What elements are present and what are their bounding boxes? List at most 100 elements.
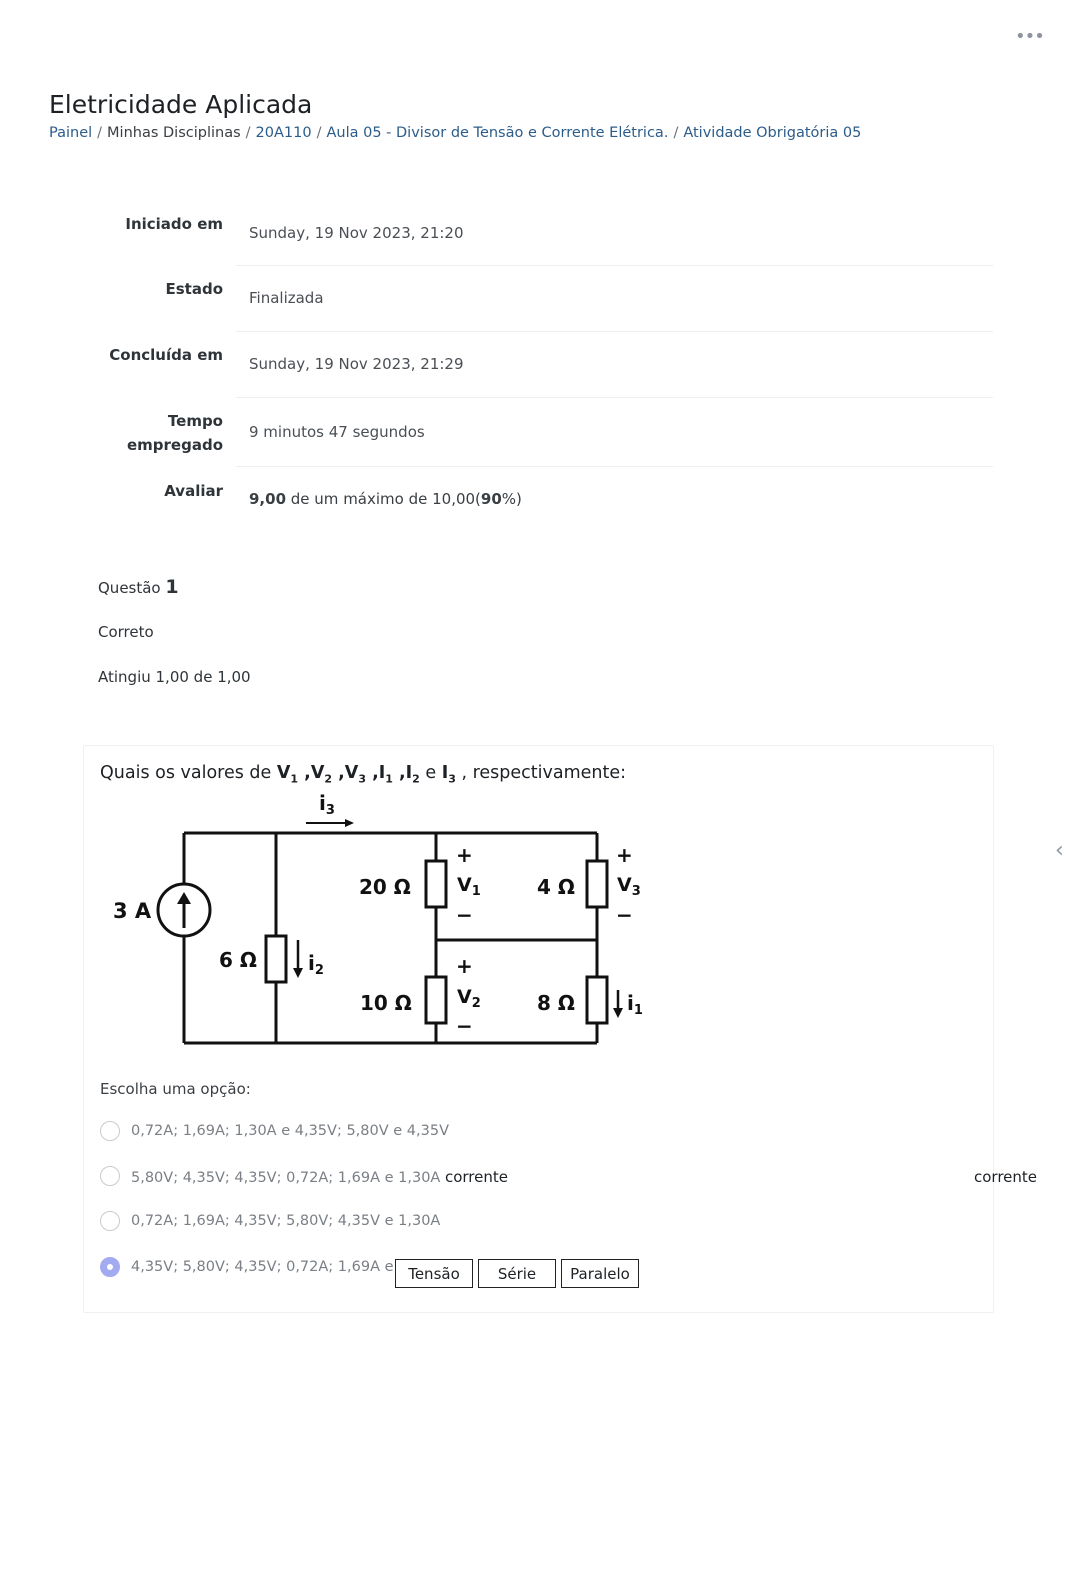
arrow-head [177, 892, 191, 904]
arrow-head [613, 1008, 623, 1018]
question-var-sep: , [298, 763, 311, 783]
circuit-diagram: 3 A 6 Ω 20 Ω 10 Ω 4 Ω 8 Ω + V1 − + V2 − … [113, 791, 643, 1045]
question-var-sep: e [419, 763, 442, 783]
page-title: Eletricidade Aplicada [49, 90, 313, 119]
arrow-head [345, 819, 354, 827]
option-radio[interactable] [100, 1121, 120, 1141]
question-label: Questão [98, 579, 161, 597]
option-radio-selected[interactable] [100, 1257, 120, 1277]
summary-value: Finalizada [249, 289, 324, 307]
summary-label-line: Tempo [167, 412, 223, 430]
resistor-8-label: 8 Ω [537, 991, 575, 1015]
resistor-8 [585, 975, 609, 1025]
v2-label: V2 [457, 986, 481, 1011]
resistor-10-label: 10 Ω [360, 991, 412, 1015]
summary-value: Sunday, 19 Nov 2023, 21:29 [249, 355, 464, 373]
minus-sign: − [616, 903, 633, 927]
minus-sign: − [456, 1014, 473, 1038]
question-var-sub: 1 [385, 772, 393, 786]
v3-label: V3 [617, 874, 641, 899]
question-text: Quais os valores de V1 ,V2 ,V3 ,I1 ,I2 e… [100, 763, 626, 786]
question-var-sub: 2 [324, 772, 333, 786]
question-status: Correto [98, 623, 154, 641]
breadcrumb-item-painel[interactable]: Painel [49, 125, 93, 141]
minus-sign: − [456, 903, 473, 927]
breadcrumb-separator: / [316, 125, 322, 141]
summary-value: Sunday, 19 Nov 2023, 21:20 [249, 224, 464, 242]
divider [236, 331, 993, 332]
ellipsis-icon[interactable]: ••• [1015, 26, 1045, 47]
overlay-word-right: corrente [974, 1168, 1038, 1186]
choose-option-prompt: Escolha uma opção: [100, 1080, 251, 1098]
option-label[interactable]: 4,35V; 5,80V; 4,35V; 0,72A; 1,69A e 1,30… [131, 1259, 395, 1275]
summary-label: Tempo empregado [53, 409, 223, 457]
question-var-sub: 1 [290, 772, 299, 786]
chevron-left-icon[interactable]: ‹ [1055, 838, 1064, 863]
question-number: Questão 1 [98, 576, 179, 598]
option-radio[interactable] [100, 1166, 120, 1186]
divider [236, 397, 993, 398]
option-label[interactable]: 0,72A; 1,69A; 1,30A e 4,35V; 5,80V e 4,3… [131, 1123, 449, 1139]
question-var-sep: , [392, 763, 406, 783]
resistor-6 [264, 934, 288, 984]
divider [236, 265, 993, 266]
drag-item-paralelo[interactable]: Paralelo [561, 1259, 639, 1288]
i3-label: i3 [319, 791, 335, 818]
breadcrumb-item-lesson[interactable]: Aula 05 - Divisor de Tensão e Corrente E… [326, 125, 669, 141]
question-var: I [441, 763, 449, 783]
plus-sign: + [616, 843, 633, 867]
question-var: V [310, 763, 325, 783]
drag-item-serie[interactable]: Série [478, 1259, 556, 1288]
question-number-value: 1 [165, 576, 179, 598]
summary-label: Iniciado em [125, 215, 223, 233]
question-var: I [405, 763, 413, 783]
summary-label: Concluída em [109, 346, 223, 364]
breadcrumb-item-minhas-disciplinas: Minhas Disciplinas [107, 125, 241, 141]
question-mark: Atingiu 1,00 de 1,00 [98, 668, 251, 686]
question-var-sep: , [332, 763, 345, 783]
breadcrumb-separator: / [673, 125, 679, 141]
v1-label: V1 [457, 874, 481, 899]
question-var-sub: 3 [358, 772, 366, 786]
breadcrumb-item-course[interactable]: 20A110 [255, 125, 312, 141]
summary-label: Avaliar [164, 482, 223, 500]
question-var: V [344, 763, 359, 783]
breadcrumb-separator: / [245, 125, 251, 141]
resistor-20 [424, 859, 448, 909]
arrow-head [293, 968, 303, 978]
drag-item-tensao[interactable]: Tensão [395, 1259, 473, 1288]
resistor-6-label: 6 Ω [219, 948, 257, 972]
resistor-4-label: 4 Ω [537, 875, 575, 899]
resistor-20-label: 20 Ω [359, 875, 411, 899]
question-var-sub: 3 [448, 772, 456, 786]
breadcrumb: Painel/Minhas Disciplinas/20A110/Aula 05… [49, 125, 861, 141]
question-var-sep: , [365, 763, 379, 783]
option-label[interactable]: 0,72A; 1,69A; 4,35V; 5,80V; 4,35V e 1,30… [131, 1213, 441, 1229]
source-label: 3 A [113, 899, 152, 923]
question-content-box [83, 745, 994, 1313]
i1-label: i1 [627, 991, 643, 1018]
question-var: V [276, 763, 291, 783]
grade-percent: 90 [480, 490, 502, 508]
option-label-text: 5,80V; 4,35V; 4,35V; 0,72A; 1,69A e 1,30… [131, 1170, 441, 1186]
i2-label: i2 [308, 951, 324, 978]
option-radio[interactable] [100, 1211, 120, 1231]
resistor-4 [585, 859, 609, 909]
summary-value: 9,00 de um máximo de 10,00(90%) [249, 490, 522, 508]
grade-text-end: %) [501, 490, 522, 508]
question-var-sub: 2 [412, 772, 420, 786]
question-text-prefix: Quais os valores de [100, 763, 277, 783]
divider [236, 466, 993, 467]
breadcrumb-separator: / [97, 125, 103, 141]
plus-sign: + [456, 843, 473, 867]
overlay-word: corrente [444, 1168, 508, 1186]
question-var: I [378, 763, 386, 783]
summary-label: Estado [165, 280, 223, 298]
breadcrumb-item-activity[interactable]: Atividade Obrigatória 05 [683, 125, 862, 141]
question-text-suffix: , respectivamente: [455, 763, 627, 783]
grade-score: 9,00 [249, 490, 287, 508]
option-label[interactable]: 5,80V; 4,35V; 4,35V; 0,72A; 1,69A e 1,30… [131, 1168, 508, 1186]
resistor-10 [424, 975, 448, 1025]
plus-sign: + [456, 954, 473, 978]
summary-value: 9 minutos 47 segundos [249, 423, 425, 441]
